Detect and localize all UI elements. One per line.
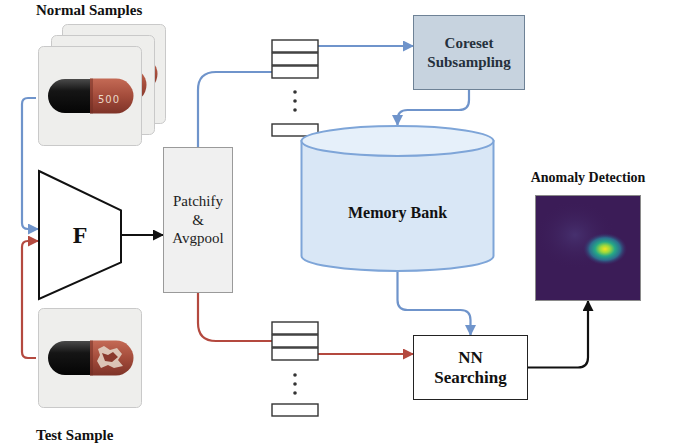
output-group: Anomaly Detection	[520, 170, 656, 301]
feature-stack	[268, 318, 324, 428]
node-label: NN Searching	[420, 348, 521, 388]
sample-group: Normal Samples	[36, 2, 166, 148]
flow-arrow	[398, 90, 470, 125]
memory-cylinder: Memory Bank	[300, 125, 495, 272]
flow-arrow	[22, 241, 38, 358]
flow-arrow	[528, 301, 588, 368]
node-heading: Test Sample	[36, 427, 158, 444]
process-box: Patchify & Avgpool	[163, 147, 233, 293]
feature-stack	[268, 36, 324, 146]
flow-arrow	[22, 98, 38, 229]
process-box: Coreset Subsampling	[413, 15, 525, 90]
label-holder: 500	[98, 89, 120, 107]
flow-arrow	[198, 293, 413, 354]
node-heading: Anomaly Detection	[520, 170, 656, 186]
node-label: Patchify & Avgpool	[170, 192, 226, 248]
node-label: Coreset Subsampling	[420, 34, 518, 72]
cylinder-outline	[300, 125, 495, 272]
process-box: NN Searching	[413, 335, 528, 400]
flow-arrow	[122, 234, 163, 236]
encoder-trapezoid: F	[38, 170, 122, 300]
sample-group: Test Sample	[36, 308, 158, 444]
node-label: F	[73, 222, 88, 249]
test-image	[38, 308, 142, 408]
flow-arrow	[398, 272, 471, 335]
sample-image	[38, 46, 142, 146]
anomaly-heatmap	[535, 195, 641, 301]
node-heading: Normal Samples	[36, 2, 166, 19]
node-label: Memory Bank	[348, 204, 447, 222]
capsule-print: 500	[98, 94, 120, 105]
